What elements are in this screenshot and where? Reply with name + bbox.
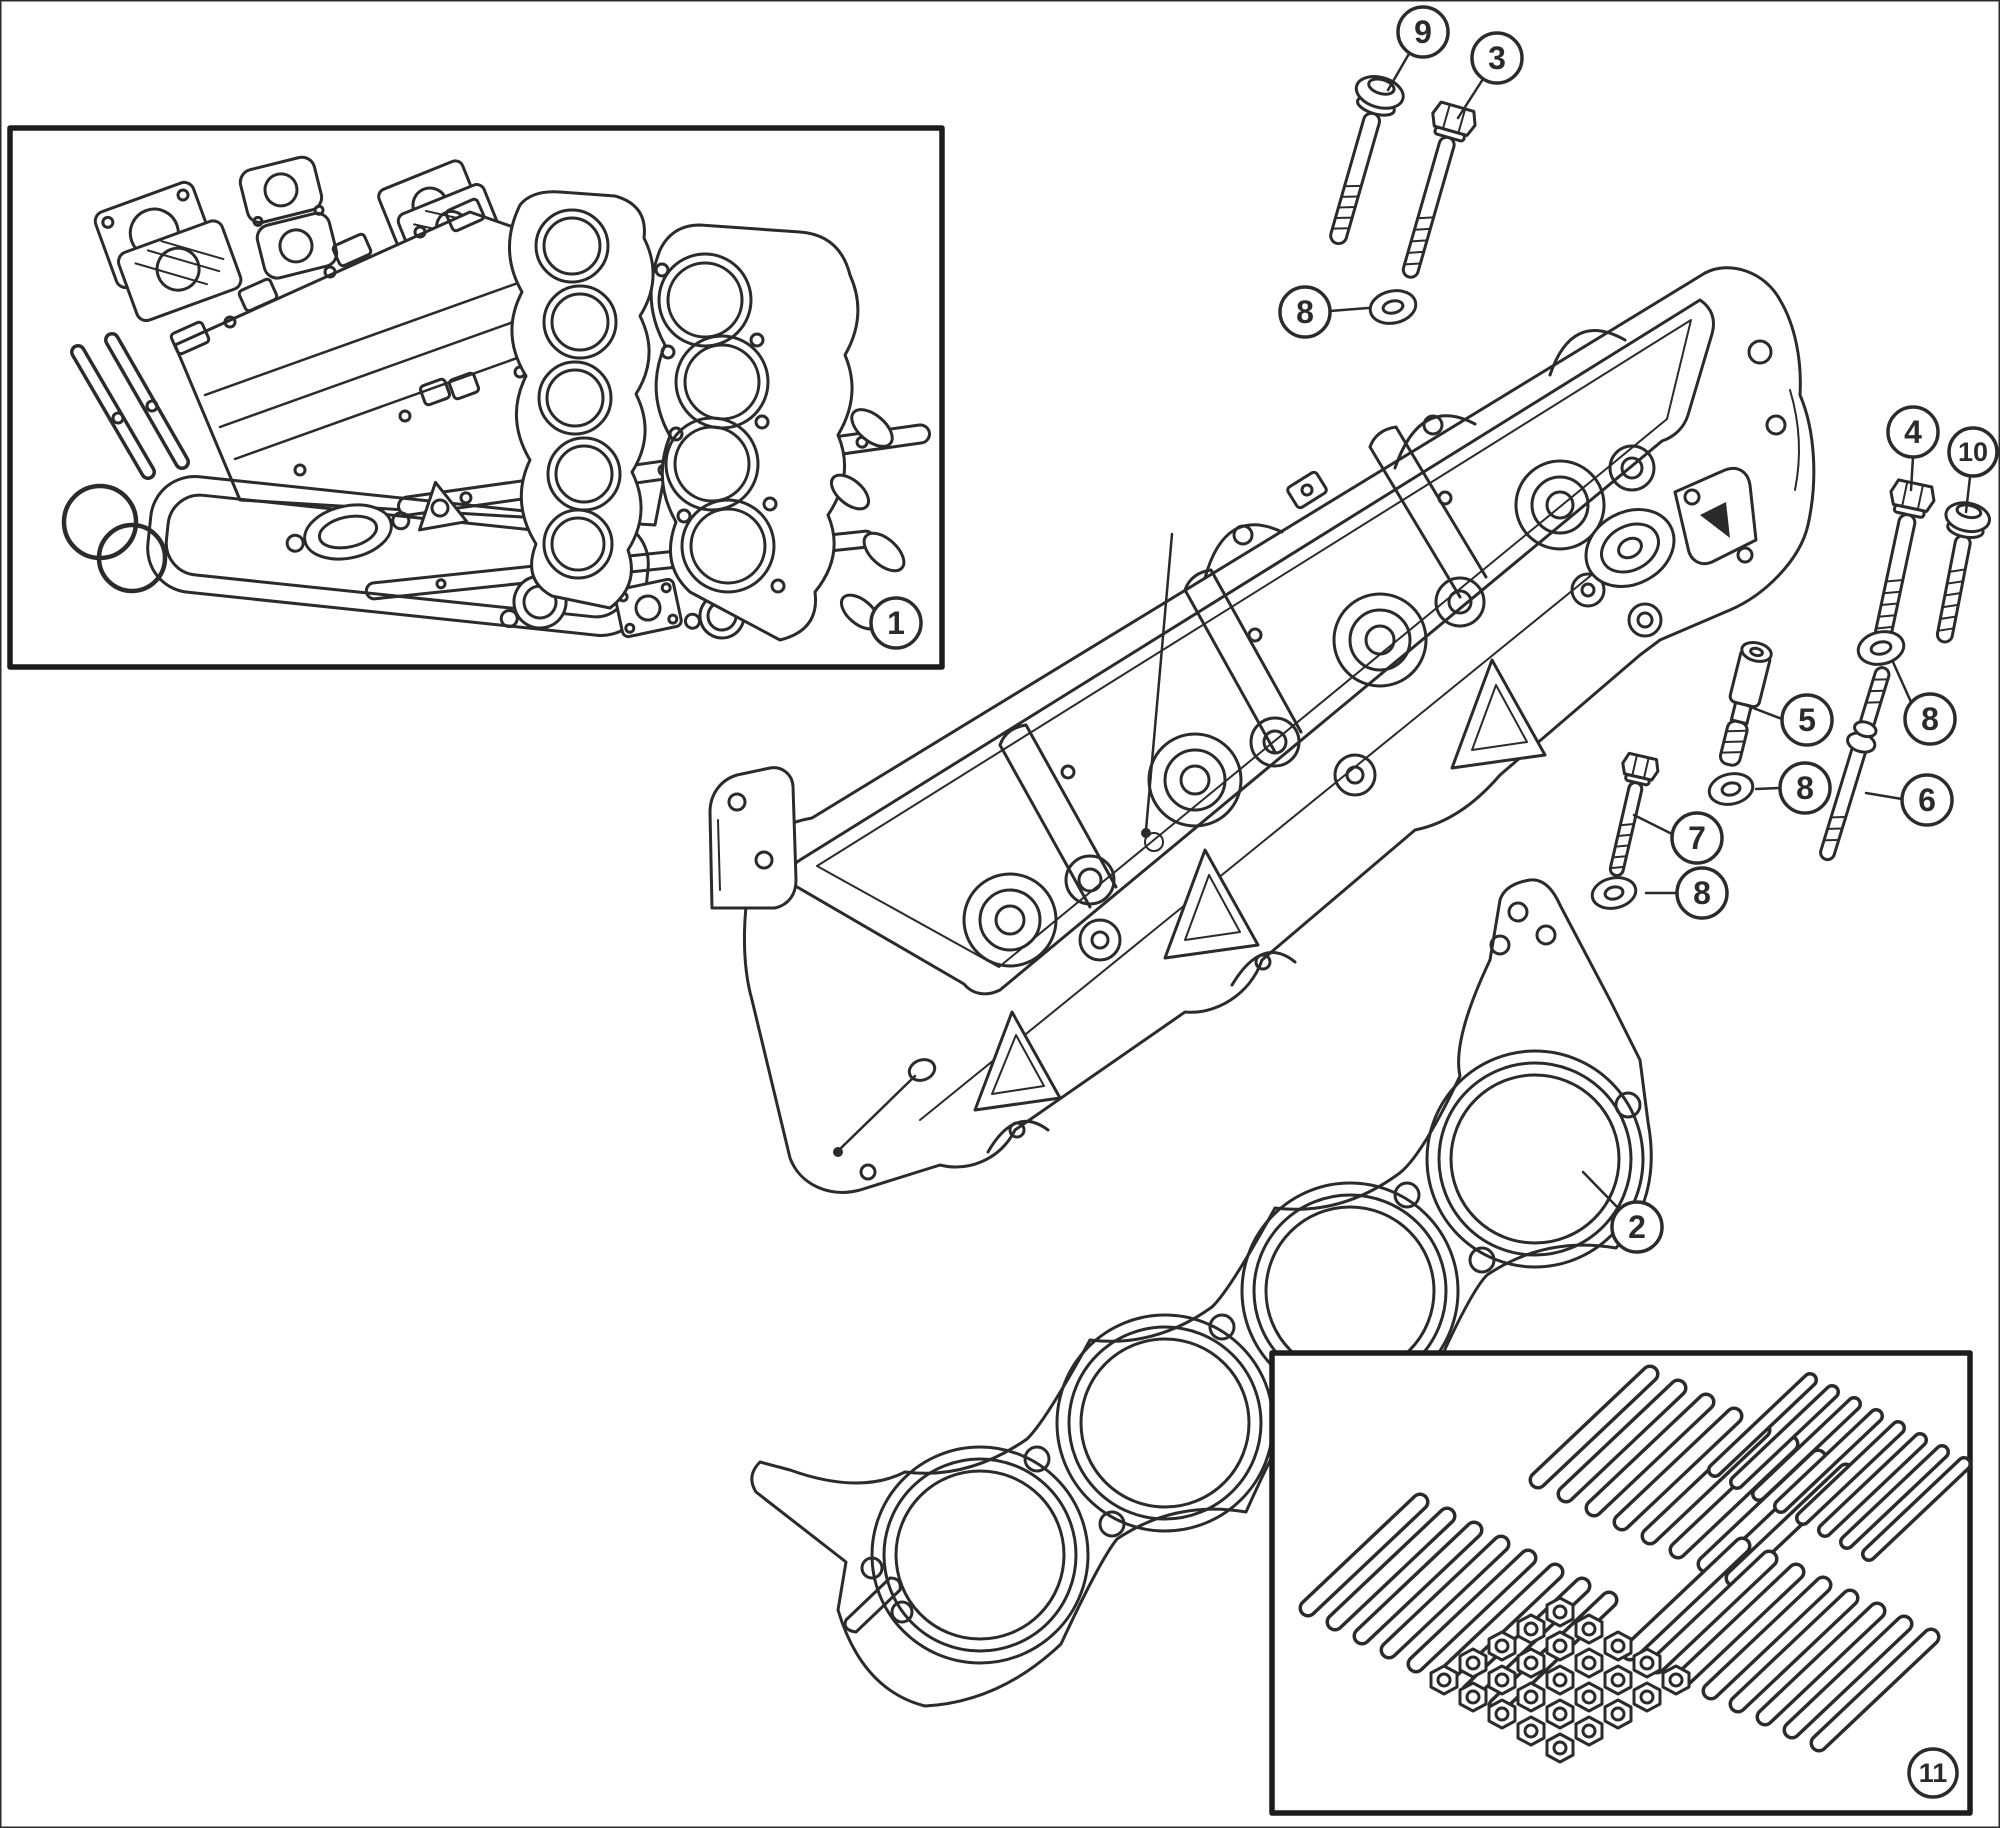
washer-8d (1590, 876, 1638, 910)
callout-label: 2 (1628, 1209, 1646, 1245)
callout-7: 7 (1632, 811, 1724, 865)
callout-label: 7 (1688, 820, 1706, 856)
callout-4: 4 (1886, 405, 1940, 492)
callout-10: 10 (1947, 426, 1999, 514)
tray-bracket (1286, 470, 1328, 510)
carb-gasket-stack (238, 155, 339, 280)
head-gasket-stack (508, 190, 906, 642)
triangle-gasket (417, 480, 469, 532)
callout-label: 11 (1919, 1758, 1948, 1788)
gasket-slot (843, 1576, 902, 1634)
bolt-7 (1608, 751, 1660, 877)
callout-label: 9 (1414, 14, 1432, 50)
callout-label: 8 (1796, 770, 1814, 806)
callout-8c: 8 (1754, 761, 1832, 815)
valve-spring-bosses (962, 444, 1656, 968)
callout-label: 8 (1921, 701, 1939, 737)
bolt-9 (1329, 75, 1405, 246)
cam-tower-bumps (1203, 329, 1627, 580)
callout-3: 3 (1456, 31, 1524, 120)
washer-8a (1368, 289, 1418, 325)
callout-8d: 8 (1644, 866, 1729, 920)
washer-8b (1856, 630, 1906, 666)
callout-5: 5 (1746, 693, 1834, 747)
cylinder-head-drawing (708, 266, 1816, 1194)
callout-label: 4 (1904, 414, 1922, 450)
callout-6: 6 (1864, 773, 1954, 827)
bolt-4 (1874, 478, 1936, 642)
callout-1: 1 (869, 596, 923, 650)
callout-label: 5 (1798, 702, 1816, 738)
stud-6 (1819, 666, 1891, 862)
pointer-line (833, 532, 1174, 1157)
bolt-10 (1935, 501, 1991, 644)
gasket-set-inset (7, 125, 945, 670)
cylinder-bore-opening (870, 1445, 1090, 1665)
callout-label: 6 (1918, 782, 1936, 818)
square-plate-gasket (613, 577, 683, 639)
washer-8c (1707, 772, 1755, 806)
callout-8b: 8 (1891, 660, 1957, 746)
head-gasket-drawing (750, 878, 1653, 1708)
stud-kit-inset (1269, 1350, 1973, 1816)
left-end-bracket (708, 766, 798, 910)
callout-label: 10 (1958, 437, 1988, 467)
stud-5 (1718, 640, 1773, 767)
callout-8a: 8 (1278, 285, 1370, 339)
head-gasket-outline (750, 878, 1653, 1708)
bolt-3 (1401, 100, 1477, 279)
callout-2: 2 (1581, 1170, 1664, 1254)
retaining-clips (70, 332, 190, 480)
o-rings (61, 483, 168, 594)
cylinder-bore-opening (1425, 1049, 1645, 1269)
callout-label: 8 (1296, 294, 1314, 330)
carb-gasket-stack (93, 180, 243, 323)
exhaust-webs (859, 559, 1611, 1181)
oval-flange-gasket (285, 503, 411, 561)
callout-label: 3 (1488, 40, 1506, 76)
gasket-bolt-holes (860, 901, 1642, 1624)
callout-9: 9 (1386, 5, 1450, 92)
callout-label: 1 (887, 605, 905, 641)
distributor-boss (1584, 339, 1800, 638)
callout-11: 11 (1907, 1747, 1959, 1799)
valve-tray-inner-rim (816, 319, 1692, 968)
callout-label: 8 (1693, 875, 1711, 911)
